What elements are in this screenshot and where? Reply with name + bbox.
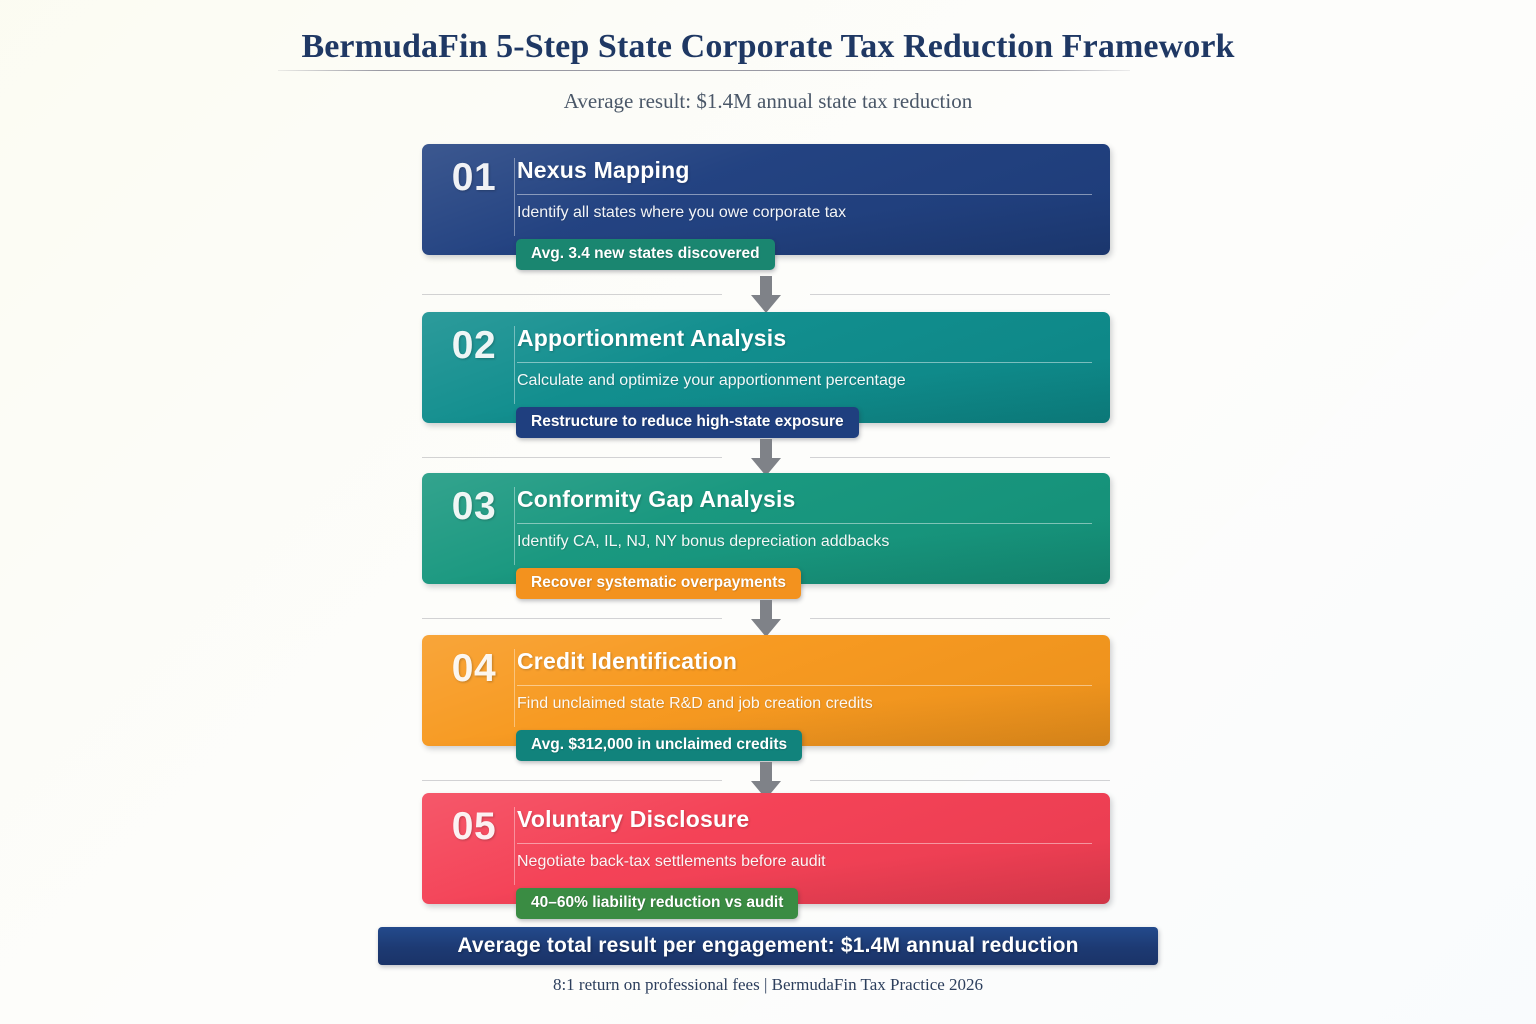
connector-rule-right [810, 780, 1110, 781]
connector-rule-left [422, 618, 722, 619]
page-subtitle: Average result: $1.4M annual state tax r… [563, 89, 973, 113]
step-number-divider [514, 487, 515, 565]
step-title-underline [517, 362, 1092, 363]
arrow-down-icon [751, 762, 781, 799]
step-connector-4 [422, 760, 1110, 802]
step-card-02[interactable]: 02 Apportionment Analysis Calculate and … [422, 312, 1110, 438]
step-title-underline [517, 843, 1092, 844]
step-title-03: Conformity Gap Analysis [517, 486, 796, 512]
step-title-underline [517, 523, 1092, 524]
step-badge-05: 40–60% liability reduction vs audit [516, 888, 799, 919]
step-connector-3 [422, 598, 1110, 640]
step-card-05[interactable]: 05 Voluntary Disclosure Negotiate back-t… [422, 793, 1110, 919]
step-description-04: Find unclaimed state R&D and job creatio… [517, 695, 873, 712]
step-card-04[interactable]: 04 Credit Identification Find unclaimed … [422, 635, 1110, 761]
connector-rule-left [422, 294, 722, 295]
step-title-underline [517, 685, 1092, 686]
step-number-02: 02 [451, 324, 497, 367]
page-title: BermudaFin 5-Step State Corporate Tax Re… [301, 28, 1235, 65]
step-connector-1 [422, 274, 1110, 316]
step-badge-03: Recover systematic overpayments [516, 568, 802, 599]
connector-rule-left [422, 457, 722, 458]
step-number-divider [514, 326, 515, 404]
step-title-01: Nexus Mapping [517, 157, 690, 183]
result-banner: Average total result per engagement: $1.… [378, 927, 1158, 965]
step-title-02: Apportionment Analysis [517, 325, 787, 351]
arrow-down-icon [751, 276, 781, 313]
step-badge-01: Avg. 3.4 new states discovered [516, 239, 775, 270]
step-number-03: 03 [451, 485, 497, 528]
step-number-divider [514, 158, 515, 236]
step-description-05: Negotiate back-tax settlements before au… [517, 853, 826, 870]
step-description-02: Calculate and optimize your apportionmen… [517, 372, 906, 389]
connector-rule-right [810, 457, 1110, 458]
footnote: 8:1 return on professional fees | Bermud… [552, 975, 984, 994]
connector-rule-left [422, 780, 722, 781]
step-badge-04: Avg. $312,000 in unclaimed credits [516, 730, 803, 761]
step-card-01[interactable]: 01 Nexus Mapping Identify all states whe… [422, 144, 1110, 270]
title-divider [278, 70, 1130, 71]
step-connector-2 [422, 437, 1110, 479]
step-title-05: Voluntary Disclosure [517, 806, 750, 832]
step-title-underline [517, 194, 1092, 195]
step-number-divider [514, 649, 515, 727]
arrow-down-icon [751, 439, 781, 476]
step-number-04: 04 [451, 647, 497, 690]
step-title-04: Credit Identification [517, 648, 738, 674]
arrow-down-icon [751, 600, 781, 637]
step-number-05: 05 [451, 805, 497, 848]
step-description-01: Identify all states where you owe corpor… [517, 204, 847, 221]
connector-rule-right [810, 294, 1110, 295]
step-number-01: 01 [451, 156, 497, 199]
step-description-03: Identify CA, IL, NJ, NY bonus depreciati… [517, 533, 890, 550]
step-card-03[interactable]: 03 Conformity Gap Analysis Identify CA, … [422, 473, 1110, 599]
step-number-divider [514, 807, 515, 885]
result-banner-text: Average total result per engagement: $1.… [457, 934, 1079, 957]
step-badge-02: Restructure to reduce high-state exposur… [516, 407, 859, 438]
connector-rule-right [810, 618, 1110, 619]
